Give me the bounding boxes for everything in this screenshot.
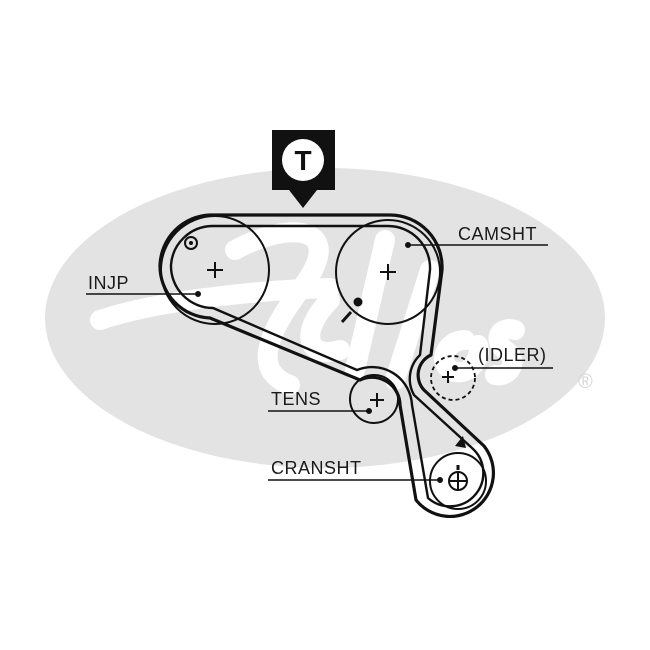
camshaft-timing-tick [340,310,353,324]
injection-pump-pulley [160,215,270,325]
crankshaft-center-cross [449,472,467,490]
tensioner-pulley [349,374,399,424]
timing-mark-badge: T [272,130,335,208]
watermark-wordmark [90,222,525,395]
injection-pump-center-cross [207,262,223,278]
belt-inner-edge [169,224,485,508]
crankshaft-pulley-rim [429,452,487,510]
idler-label: (IDLER) [478,345,547,365]
brand-watermark: ® [45,168,605,468]
idler-pulley-rim [430,355,476,401]
injection-pump-timing-dot-icon [184,236,198,250]
crankshaft-pulley [429,452,487,510]
crankshaft-label: CRANSHT [271,458,362,478]
camshaft-label: CAMSHT [458,224,537,244]
idler-pulley [430,355,476,401]
camshaft-timing-dot-icon [353,297,363,307]
leader-lines [86,242,553,483]
camshaft-pulley-rim [335,219,441,325]
timing-mark-circle [282,139,324,181]
tensioner-center-cross [370,393,384,407]
injection-pump-label: INJP [88,273,129,293]
tensioner-pulley-rim [349,374,399,424]
registered-trademark-icon: ® [578,371,593,393]
timing-mark-letter: T [294,145,311,176]
tensioner-label: TENS [271,389,321,409]
camshaft-center-cross [380,264,396,280]
component-labels: CAMSHT INJP (IDLER) TENS CRANSHT [88,224,547,478]
rotation-arrow-icon [455,436,466,448]
idler-center-cross [442,371,454,383]
injection-pump-pulley-rim [160,215,270,325]
camshaft-pulley [335,219,441,325]
